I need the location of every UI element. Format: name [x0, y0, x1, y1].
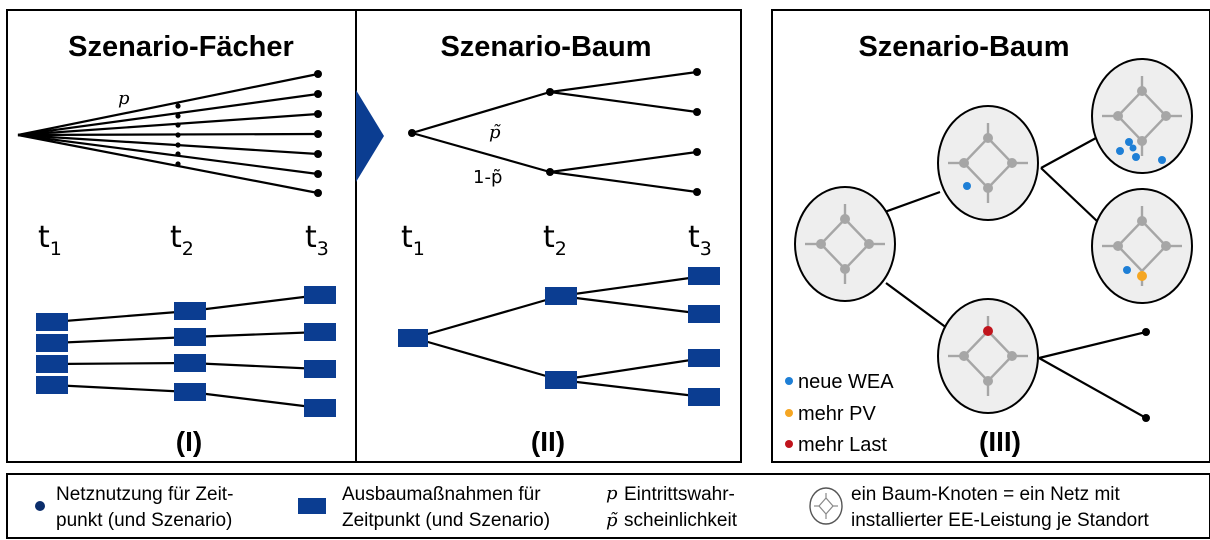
legend-label-wind: neue WEA: [798, 371, 894, 393]
legend-item-load: mehr Last: [785, 434, 887, 456]
key-item-rect: Ausbaumaßnahmen für Zeitpunkt (und Szena…: [298, 484, 550, 531]
key-symbol-p-tilde: p̃: [606, 510, 618, 531]
legend-item-wind: neue WEA: [785, 371, 894, 393]
bottom-key: Netznutzung für Zeit- punkt (und Szenari…: [6, 473, 1210, 539]
network-node-t2-upper: [937, 105, 1039, 221]
key-item-node: ein Baum-Knoten = ein Netz mit installie…: [809, 484, 1150, 531]
panel-1-roman-label: (I): [176, 426, 202, 457]
fan-lines: [17, 72, 319, 195]
expansion-block-icon: [298, 498, 326, 514]
key-frame: [6, 473, 1210, 539]
key-prob-line2: scheinlichkeit: [624, 510, 738, 531]
legend-item-pv: mehr PV: [785, 403, 876, 425]
fan-expansion-lines: [51, 293, 321, 410]
time-label-t2: t2: [543, 220, 567, 260]
legend-dot-wind: [785, 377, 793, 385]
panel-scenario-fan: Szenario-Fächer p t1 t2 t3: [6, 9, 357, 463]
panel-3-title: Szenario-Baum: [858, 31, 1069, 63]
pv-marker: [1137, 271, 1147, 281]
time-label-t3: t3: [688, 220, 712, 260]
panel-3-legend: neue WEA mehr PV mehr Last: [785, 371, 894, 456]
tree-expansion-blocks: [398, 267, 720, 406]
network-tree-end-dots: [1142, 328, 1150, 422]
network-usage-dot-icon: [35, 501, 45, 511]
wind-marker: [963, 182, 971, 190]
key-item-probability: p p̃ Eintrittswahr- scheinlichkeit: [606, 483, 738, 531]
panel-2-title: Szenario-Baum: [440, 31, 651, 63]
time-label-t2: t2: [170, 220, 194, 260]
key-prob-line1: Eintrittswahr-: [624, 484, 735, 505]
key-node-line2: installierter EE-Leistung je Standort: [851, 510, 1150, 531]
network-node-t3-top: [1091, 58, 1193, 174]
fan-end-dots: [314, 70, 322, 197]
legend-dot-load: [785, 440, 793, 448]
load-marker: [983, 326, 993, 336]
network-node-icon: [809, 487, 843, 525]
panel-2-roman-label: (II): [531, 426, 565, 457]
fan-expansion-blocks: [36, 286, 336, 417]
network-node-t2-lower: [937, 298, 1039, 414]
panel-2-frame: [355, 9, 742, 463]
key-dot-line2: punkt (und Szenario): [56, 510, 232, 531]
probability-p-tilde-label: p̃: [489, 122, 501, 143]
tree-dots: [408, 68, 701, 196]
network-node-t3-bottom: [1091, 188, 1193, 304]
fan-mid-dots: [175, 103, 181, 167]
legend-label-pv: mehr PV: [798, 403, 876, 425]
panel-3-roman-label: (III): [979, 426, 1021, 457]
probability-complement-label: 1-p̃: [473, 167, 502, 188]
panel-1-time-labels: t1 t2 t3: [38, 220, 329, 260]
network-node-root: [794, 186, 896, 302]
arrow-chevron: [356, 90, 384, 182]
legend-dot-pv: [785, 409, 793, 417]
panel-2-time-labels: t1 t2 t3: [401, 220, 712, 260]
key-rect-line2: Zeitpunkt (und Szenario): [342, 510, 550, 531]
key-node-line1: ein Baum-Knoten = ein Netz mit: [851, 484, 1120, 505]
time-label-t3: t3: [305, 220, 329, 260]
panel-1-title: Szenario-Fächer: [68, 31, 294, 63]
time-label-t1: t1: [38, 220, 62, 260]
legend-label-load: mehr Last: [798, 434, 887, 456]
key-symbol-p: p: [606, 483, 618, 504]
key-rect-line1: Ausbaumaßnahmen für: [342, 484, 541, 505]
panel-3-frame: [771, 9, 1210, 463]
wind-markers: [1116, 138, 1166, 164]
wind-marker: [1123, 266, 1131, 274]
time-label-t1: t1: [401, 220, 425, 260]
key-dot-line1: Netznutzung für Zeit-: [56, 484, 233, 505]
tree-expansion-lines: [413, 274, 705, 399]
key-item-dot: Netznutzung für Zeit- punkt (und Szenari…: [35, 484, 233, 531]
probability-p-label: p: [118, 88, 130, 109]
panel-scenario-tree-networks: Szenario-Baum: [771, 9, 1210, 463]
panel-scenario-tree: Szenario-Baum p̃ 1-p̃ t1 t2 t3: [355, 9, 742, 463]
tree-lines: [411, 70, 698, 194]
